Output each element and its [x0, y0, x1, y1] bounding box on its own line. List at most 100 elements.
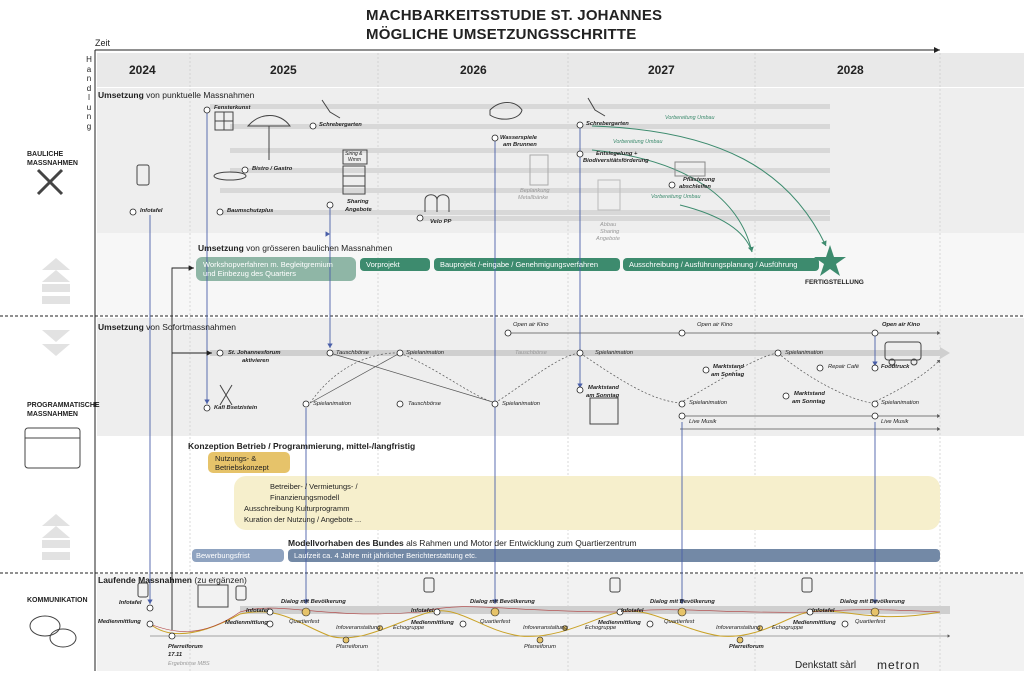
handlung-letter: n [86, 112, 92, 121]
label-kafi: Kafi Bsetzistein [214, 405, 258, 411]
label-fensterkunst: Fensterkunst [214, 105, 251, 111]
komm-red-line [149, 606, 941, 632]
footer-metron: metron [877, 658, 921, 672]
info-sign-icon-3 [609, 577, 621, 593]
betrieb-line-1: Betreiber- / Vermietungs- / [270, 482, 358, 491]
komm-pfarrei-0: Pfarreiforum [168, 644, 203, 650]
label-wasserspiele-2: am Brunnen [503, 142, 537, 148]
section-konzeption: Konzeption Betrieb / Programmierung, mit… [188, 441, 416, 451]
label-baumschutz: Baumschutzplus [227, 208, 274, 214]
ausschreibung-text: Ausschreibung / Ausführungsplanung / Aus… [629, 260, 798, 269]
label-angebote-1: Angebote [345, 207, 372, 213]
bewerbung-pill [192, 549, 284, 562]
year-2025: 2025 [270, 63, 297, 77]
fertigstellung-label: FERTIGSTELLUNG [805, 279, 864, 286]
kommunikation-band [97, 574, 1024, 671]
komm-medien-1: Medienmittlung [225, 620, 268, 626]
workshop-pill [196, 257, 356, 281]
market-stand-icon [589, 397, 619, 425]
betrieb-text: Betreiber- / Vermietungs- / Finanzierung… [244, 481, 361, 525]
label-markt-3b: am Sonntag [792, 399, 826, 405]
komm-pfarrei-date: 17.11 [168, 652, 183, 658]
year-band [97, 53, 1024, 87]
shovel-icon [321, 99, 341, 119]
label-pflaesterung-1: Pflästerung [683, 177, 715, 183]
vorprojekt-text: Vorprojekt [366, 260, 400, 269]
label-openair-3: Open air Kino [882, 322, 921, 328]
handlung-letter: g [86, 121, 92, 131]
komm-infover-2: Infoveranstaltung [523, 625, 568, 631]
betrieb-line-3: Ausschreibung Kulturprogramm [244, 504, 350, 513]
section-groesser: Umsetzung von grösseren baulichen Massna… [198, 243, 393, 253]
workshop-line-2: und Einbezug des Quartiers [203, 269, 296, 278]
side-label-kommunikation: KOMMUNIKATION [27, 597, 88, 604]
betrieb-blob [234, 476, 940, 530]
year-dividers [189, 53, 941, 671]
info-sign-icon-4 [801, 577, 813, 593]
board-icon [197, 584, 229, 608]
label-tausch-1: Tauschbörse [336, 350, 369, 356]
label-spiel-7: Spielanimation [881, 400, 920, 406]
handlung-letter: H [86, 55, 92, 64]
label-schrebergarten-1: Schrebergarten [319, 122, 362, 128]
label-livemusik-2: Live Musik [881, 419, 909, 425]
fertigstellung-star [814, 245, 846, 276]
plank-icon [529, 154, 549, 186]
cutlery-icon [219, 384, 233, 406]
komm-pfarreiforum-1: Pfarreiforum [336, 644, 368, 650]
bauliche-band [97, 88, 1024, 233]
label-beplankung-2: Metallbänke [518, 195, 549, 201]
workshop-text: Workshopverfahren m. Begleitgremium und … [203, 260, 333, 278]
label-infotafel: Infotafel [140, 208, 163, 214]
label-forum-2: aktivieren [242, 358, 270, 364]
table-icon [213, 171, 247, 181]
nutzung-pill [208, 452, 290, 473]
label-beplankung-1: Beplankung [520, 188, 550, 194]
label-spiel-6: Spielanimation [689, 400, 728, 406]
label-spiel-3: Spielanimation [785, 350, 824, 356]
bauprojekt-pill [434, 258, 620, 271]
handlung-letter: a [86, 64, 92, 74]
year-2026: 2026 [460, 63, 487, 77]
label-entsiegelung-2: Biodiversitätsförderung [583, 158, 649, 164]
komm-quartierfest-2: Quartierfest [480, 619, 511, 625]
betrieb-line-4: Kuration der Nutzung / Angebote ... [244, 515, 362, 524]
label-bistro: Bistro / Gastro [252, 166, 293, 172]
komm-infotafel-3: Infotafel [621, 608, 644, 614]
chevron-decor [42, 258, 70, 560]
label-wasserspiele-1: Wasserspiele [500, 135, 537, 141]
info-sign-icon-1 [235, 585, 247, 601]
handlung-letter: d [86, 83, 92, 93]
foodtruck-icon [884, 341, 922, 361]
fountain-icon [489, 102, 523, 120]
year-2027: 2027 [648, 63, 675, 77]
label-abbau-2: Sharing [600, 229, 620, 235]
tools-icon [36, 168, 64, 196]
komm-pfarreiforum-2: Pfarreiforum [524, 644, 556, 650]
pictograms [24, 97, 922, 648]
label-foodtruck: Foodtruck [881, 364, 910, 370]
handlung-letter: n [86, 74, 92, 83]
title-line-1: MACHBARKEITSSTUDIE ST. JOHANNES [366, 7, 663, 24]
blue-arrows [147, 113, 878, 604]
label-sign-1: Siring & [345, 151, 363, 157]
label-openair-2: Open air Kino [697, 322, 733, 328]
komm-quartierfest-3: Quartierfest [664, 619, 695, 625]
bauprojekt-text: Bauprojekt /-eingabe / Genehmigungsverfa… [440, 260, 599, 269]
komm-dialog-2: Dialog mit Bevölkerung [470, 599, 535, 605]
komm-echo-1: Echogruppe [393, 625, 425, 631]
komm-dialog-1: Dialog mit Bevölkerung [281, 599, 346, 605]
label-velo: Velo PP [430, 219, 452, 225]
nutzung-text: Nutzungs- & Betriebskonzept [215, 454, 269, 472]
calendar-icon [24, 427, 81, 469]
section-sofort: Umsetzung von Sofortmassnahmen [98, 322, 236, 332]
label-spiel-2: Spielanimation [595, 350, 634, 356]
komm-echo-3: Echogruppe [772, 625, 804, 631]
komm-echo-2: Echogruppe [585, 625, 617, 631]
dialog-nodes [301, 607, 880, 644]
label-repair: Repair Café [828, 364, 859, 370]
label-abbau-3: Angebote [596, 236, 620, 242]
label-vorbereitung-1: Vorbereitung Umbau [665, 115, 715, 121]
laufzeit-text: Laufzeit ca. 4 Jahre mit jährlicher Beri… [294, 551, 478, 560]
info-sign-icon-0 [137, 582, 149, 598]
